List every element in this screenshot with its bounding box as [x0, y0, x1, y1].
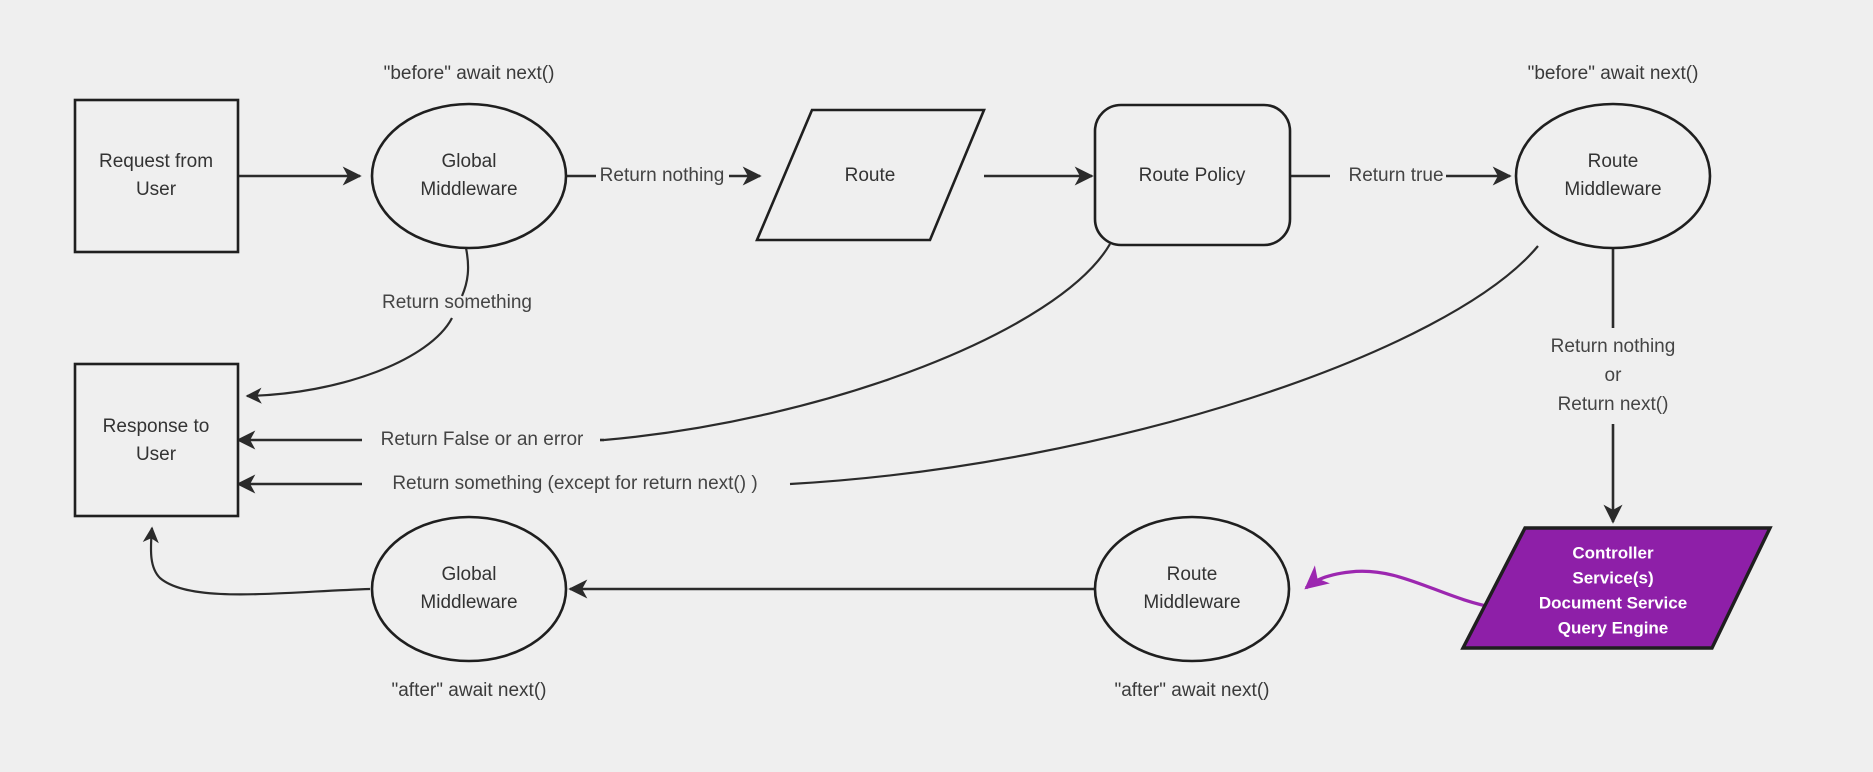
route-middleware-top-line2: Middleware	[1564, 179, 1661, 200]
edge-label-return-something: Return something	[382, 292, 532, 313]
node-request-from-user[interactable]: Request from User	[73, 98, 240, 254]
edge-label-return-something-except: Return something (except for return next…	[392, 473, 757, 494]
route-policy-label: Route Policy	[1139, 165, 1246, 186]
edge-label-return-nothing: Return nothing	[600, 165, 725, 186]
route-middleware-top-line1: Route	[1588, 151, 1639, 172]
node-controller-services[interactable]: Controller Service(s) Document Service Q…	[1460, 526, 1773, 650]
annotation-before-await-next-route: "before" await next()	[1528, 63, 1699, 84]
global-middleware-bottom-line2: Middleware	[420, 592, 517, 613]
global-middleware-top-line2: Middleware	[420, 179, 517, 200]
controller-services-line3: Document Service	[1539, 593, 1687, 612]
controller-services-line2: Service(s)	[1572, 568, 1653, 587]
node-route[interactable]: Route	[755, 108, 986, 242]
node-global-middleware-bottom[interactable]: Global Middleware	[370, 515, 568, 663]
edge-global-bottom-to-response	[142, 526, 371, 596]
edge-label-return-nothing-or-next-2: or	[1605, 365, 1623, 386]
response-to-user-line2: User	[136, 444, 177, 465]
node-response-to-user[interactable]: Response to User	[73, 362, 240, 518]
node-route-middleware-top[interactable]: Route Middleware	[1514, 102, 1712, 250]
route-middleware-bottom-line2: Middleware	[1143, 592, 1240, 613]
global-middleware-bottom-line1: Global	[442, 564, 497, 585]
edge-return-something-except-curve	[789, 245, 1539, 486]
node-route-policy[interactable]: Route Policy	[1093, 103, 1292, 247]
response-to-user-line1: Response to	[103, 416, 210, 437]
edge-return-something-lower	[245, 317, 453, 404]
edge-label-return-nothing-or-next-1: Return nothing	[1551, 336, 1676, 357]
edge-return-false-curve	[603, 243, 1111, 442]
request-from-user-line2: User	[136, 179, 177, 200]
global-middleware-top-line1: Global	[442, 151, 497, 172]
route-middleware-bottom-line1: Route	[1167, 564, 1218, 585]
edge-label-return-true: Return true	[1348, 165, 1443, 186]
node-global-middleware-top[interactable]: Global Middleware	[370, 102, 568, 250]
controller-services-line1: Controller	[1572, 543, 1654, 562]
route-label: Route	[845, 165, 896, 186]
edge-label-return-false-or-error: Return False or an error	[381, 429, 584, 450]
controller-services-line4: Query Engine	[1558, 618, 1669, 637]
annotation-after-await-next-route: "after" await next()	[1115, 680, 1270, 701]
edge-label-return-nothing-or-next-3: Return next()	[1558, 394, 1669, 415]
node-route-middleware-bottom[interactable]: Route Middleware	[1093, 515, 1291, 663]
edge-return-something-upper	[460, 247, 470, 297]
edge-controller-to-routemw-bottom	[1304, 565, 1497, 610]
request-from-user-line1: Request from	[99, 151, 213, 172]
annotation-after-await-next-global: "after" await next()	[392, 680, 547, 701]
annotation-before-await-next-global: "before" await next()	[384, 63, 555, 84]
